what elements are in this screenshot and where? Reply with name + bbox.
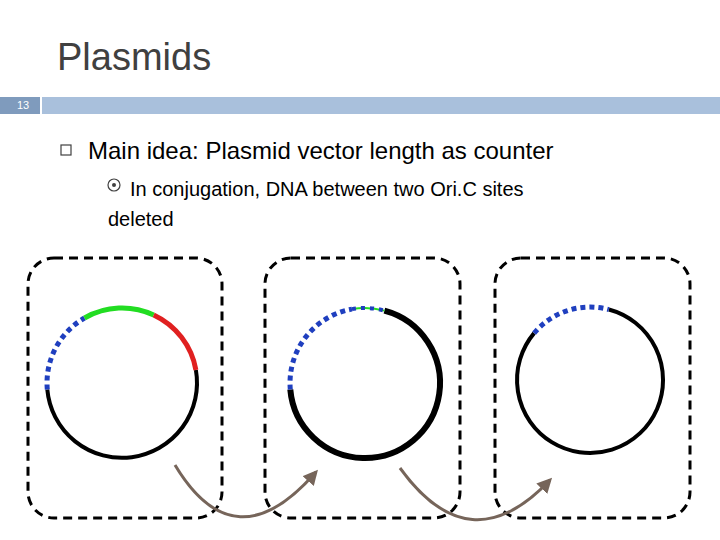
oric-site	[47, 318, 84, 390]
transfer-arrow	[400, 468, 550, 520]
oric-site	[352, 308, 384, 311]
number-band	[0, 97, 40, 114]
cell-outline	[495, 258, 690, 518]
cell-outline	[28, 258, 222, 518]
plasmid-backbone	[290, 311, 440, 458]
cell-outline	[265, 258, 460, 518]
transfer-arrow	[175, 465, 316, 517]
oric-site	[534, 307, 609, 333]
red-segment	[154, 315, 196, 370]
green-segment	[352, 308, 384, 311]
oric-site	[290, 309, 352, 389]
green-segment	[85, 308, 154, 318]
sub-bullet-text: In conjugation, DNA between two Ori.C si…	[108, 174, 558, 234]
slide-title: Plasmids	[57, 38, 211, 76]
bullet-square	[61, 145, 71, 155]
sub-bullet-dot	[112, 183, 116, 187]
plasmid-backbone	[47, 370, 197, 458]
slide-number: 13	[10, 98, 36, 113]
bullet-text: Main idea: Plasmid vector length as coun…	[88, 137, 708, 165]
header-bar	[42, 97, 720, 114]
sub-bullet	[108, 179, 120, 191]
